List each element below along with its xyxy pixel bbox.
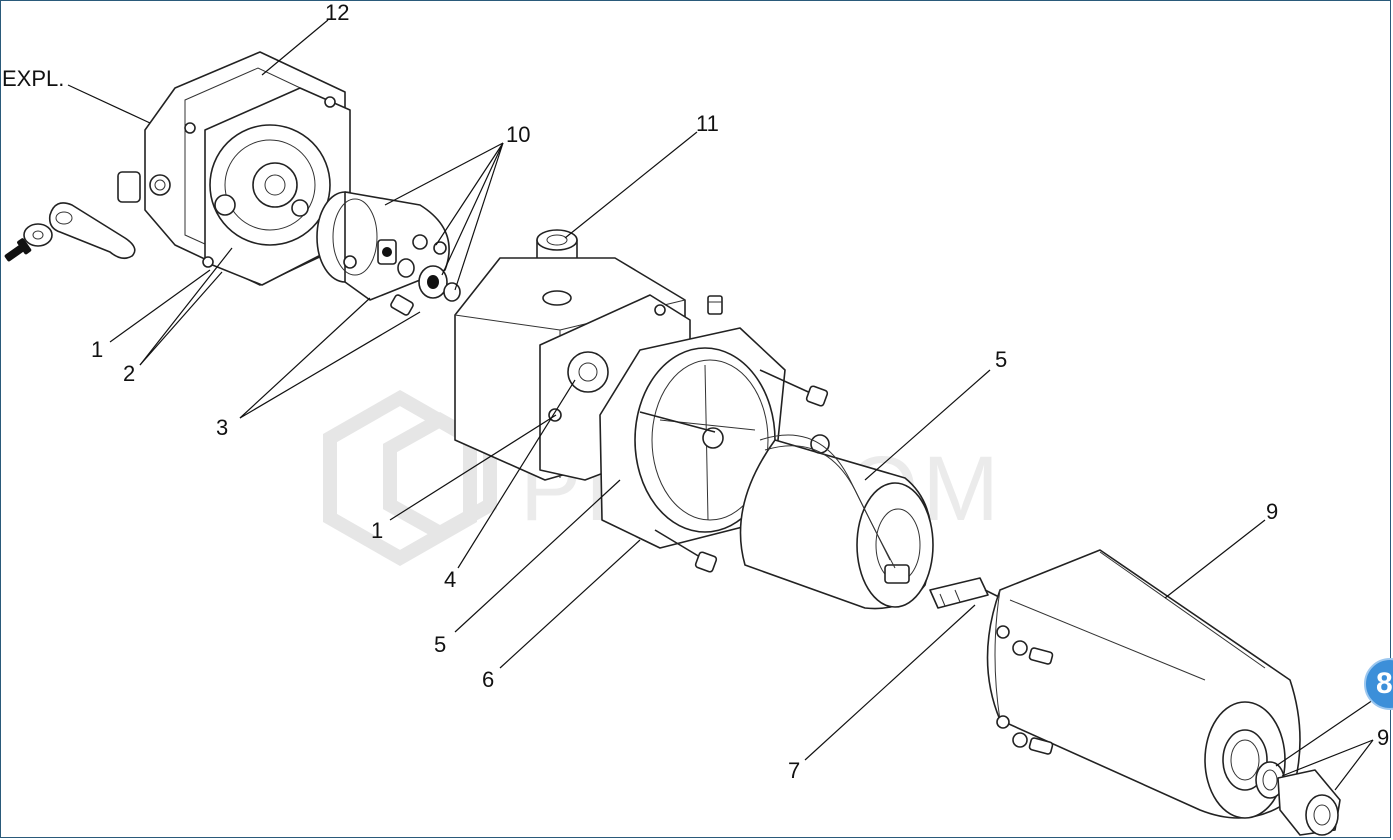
terminal-tab-part	[48, 202, 136, 260]
tie-bolt-upper-part	[759, 369, 829, 407]
wire-connector-part	[929, 577, 1006, 609]
leader-lines	[67, 19, 1374, 791]
small-bolt-part	[707, 295, 723, 315]
callout-12: 12	[325, 0, 349, 25]
cable-gland-part	[1277, 769, 1341, 836]
callout-5-bottom: 5	[434, 632, 446, 657]
housing-cover-part	[117, 51, 351, 286]
callout-5-motor: 5	[995, 347, 1007, 372]
callout-expl: EXPL.	[2, 66, 64, 91]
callout-2: 2	[123, 361, 135, 386]
motor-cover-part	[986, 549, 1301, 819]
seal-ring-part	[1255, 761, 1285, 799]
callout-11: 11	[696, 111, 719, 136]
callout-6: 6	[482, 667, 494, 692]
adapter-plate-part	[599, 327, 786, 549]
mounting-screw-part	[4, 238, 32, 262]
callout-1-top: 1	[91, 337, 103, 362]
callout-1-bottom: 1	[371, 518, 383, 543]
washer-part	[23, 223, 53, 247]
callout-3: 3	[216, 415, 228, 440]
callout-9-gland: 9	[1377, 725, 1389, 750]
tie-bolt-lower-part	[654, 529, 718, 573]
pump-head-part	[316, 191, 461, 316]
callout-7: 7	[788, 758, 800, 783]
callout-9-cover: 9	[1266, 499, 1278, 524]
electric-motor-part	[739, 434, 934, 610]
callout-4: 4	[444, 567, 456, 592]
callout-10: 10	[506, 122, 530, 147]
